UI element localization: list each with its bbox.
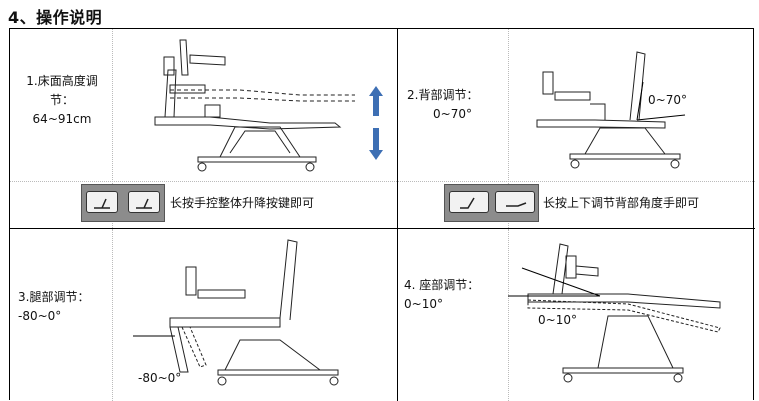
seat-angle-label: 0~10° — [538, 313, 577, 327]
panel3-range: -80~0° — [18, 309, 62, 323]
panel3-title: 3.腿部调节： -80~0° — [18, 288, 118, 326]
up-down-arrows — [369, 86, 383, 160]
panel3-line1: 3.腿部调节： — [18, 290, 90, 304]
leg-angle-label: -80~0° — [138, 371, 182, 385]
panel1-title: 1.床面高度调 节： 64~91cm — [14, 72, 110, 129]
chair-up-icon — [94, 198, 110, 209]
chair-down-icon — [136, 198, 152, 209]
column-divider — [397, 29, 398, 401]
back-control-panel — [444, 184, 539, 222]
guide-line — [112, 29, 113, 228]
height-control-panel — [81, 184, 165, 222]
height-control-note: 长按手控整体升降按键即可 — [170, 196, 315, 210]
panel1-range: 64~91cm — [32, 112, 92, 126]
back-up-button[interactable] — [449, 191, 489, 213]
operation-grid — [9, 28, 755, 401]
section-heading: 4、操作说明 — [8, 8, 103, 27]
chair-height-illustration — [154, 39, 355, 172]
panel4-range: 0~10° — [404, 297, 443, 311]
panel1-line1: 1.床面高度调 — [26, 74, 98, 88]
guide-line — [508, 29, 509, 228]
guide-line — [112, 229, 113, 401]
panel2-range: 0~70° — [433, 107, 472, 121]
back-recline-icon — [506, 202, 527, 207]
back-raise-icon — [460, 197, 475, 209]
panel1-line2: 节： — [49, 93, 74, 107]
panel4-line1: 4. 座部调节： — [404, 278, 480, 292]
chair-leg-illustration — [133, 239, 339, 386]
back-down-button[interactable] — [495, 191, 535, 213]
guide-line — [398, 181, 755, 182]
row-divider — [10, 228, 755, 229]
panel2-line1: 2.背部调节： — [407, 88, 479, 102]
chair-back-illustration — [536, 51, 686, 169]
guide-line — [508, 229, 509, 401]
panel4-title: 4. 座部调节： 0~10° — [404, 276, 504, 314]
back-angle-label: 0~70° — [648, 93, 687, 107]
height-up-button[interactable] — [86, 191, 118, 213]
panel2-title: 2.背部调节： 0~70° — [407, 86, 499, 124]
guide-line — [10, 181, 397, 182]
height-down-button[interactable] — [128, 191, 160, 213]
back-control-note: 长按上下调节背部角度手即可 — [543, 196, 700, 210]
chair-seat-illustration — [508, 243, 721, 383]
